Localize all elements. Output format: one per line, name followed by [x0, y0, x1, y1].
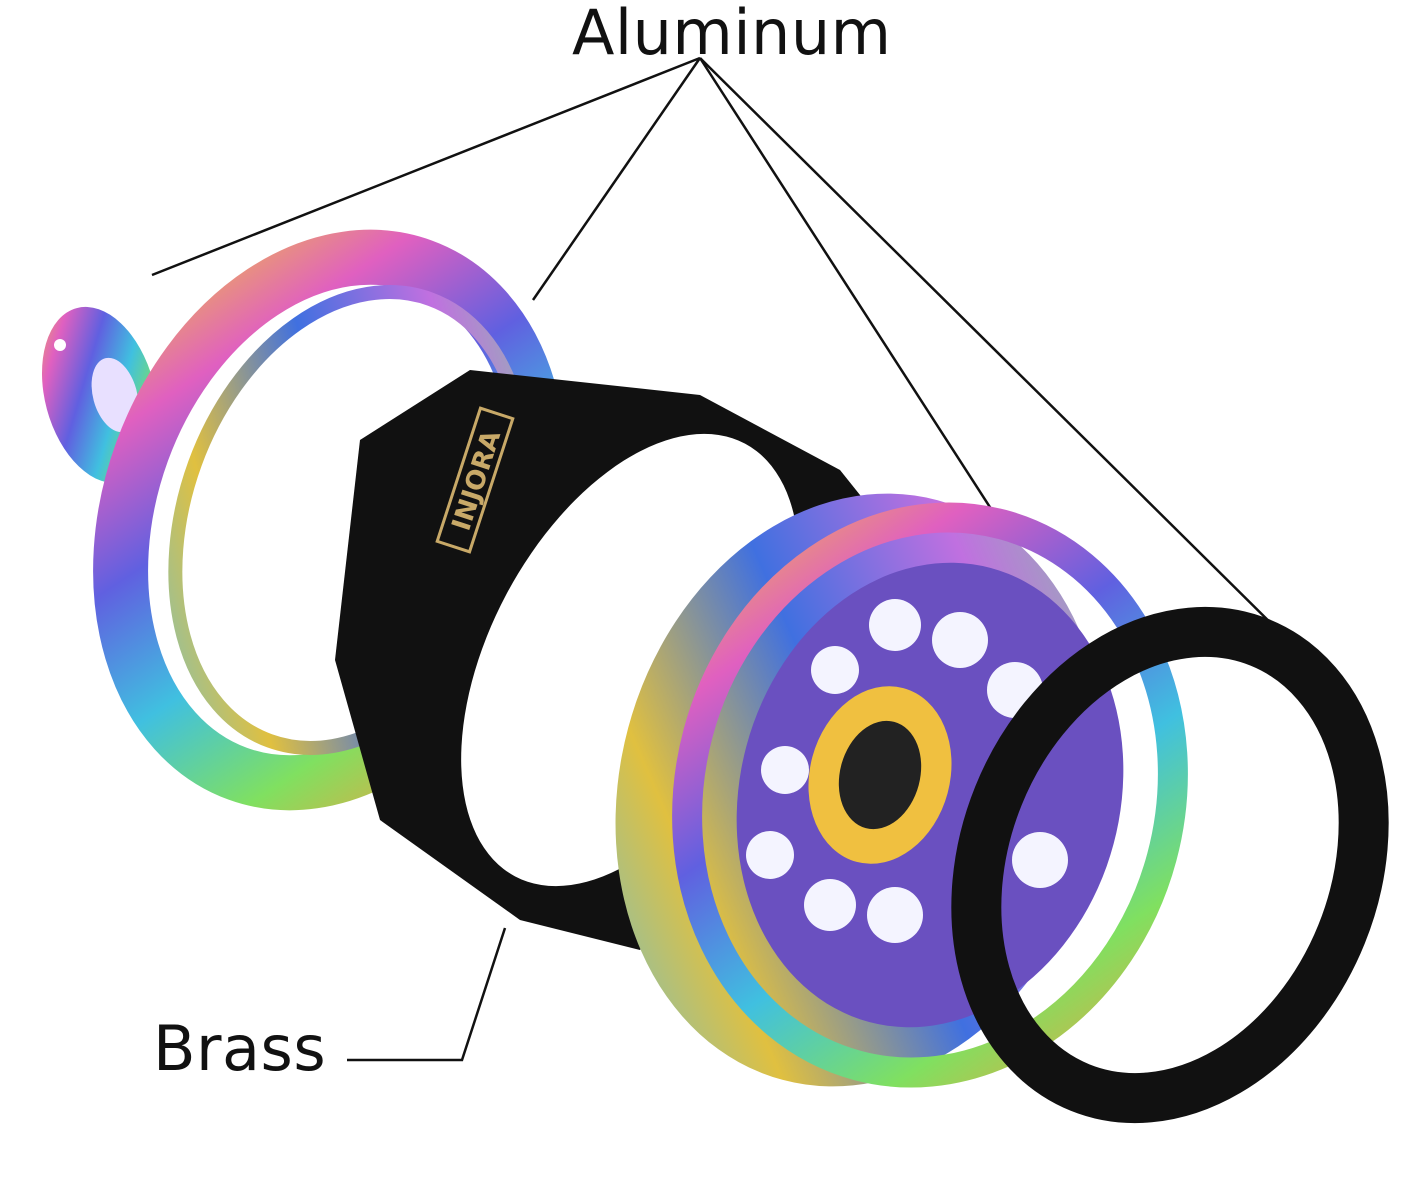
- leader-line-outer-rim: [698, 57, 997, 516]
- brass-leader-line: [347, 927, 507, 1062]
- aluminum-label: Aluminum: [572, 0, 892, 69]
- leader-line-beadlock: [699, 57, 1299, 651]
- leader-line-inner-ring: [531, 57, 702, 301]
- leader-line-hub: [151, 56, 701, 277]
- aluminum-leader-lines: [151, 56, 1299, 651]
- brass-label: Brass: [153, 1012, 327, 1085]
- beadlock-ring-part: [951, 606, 1389, 1124]
